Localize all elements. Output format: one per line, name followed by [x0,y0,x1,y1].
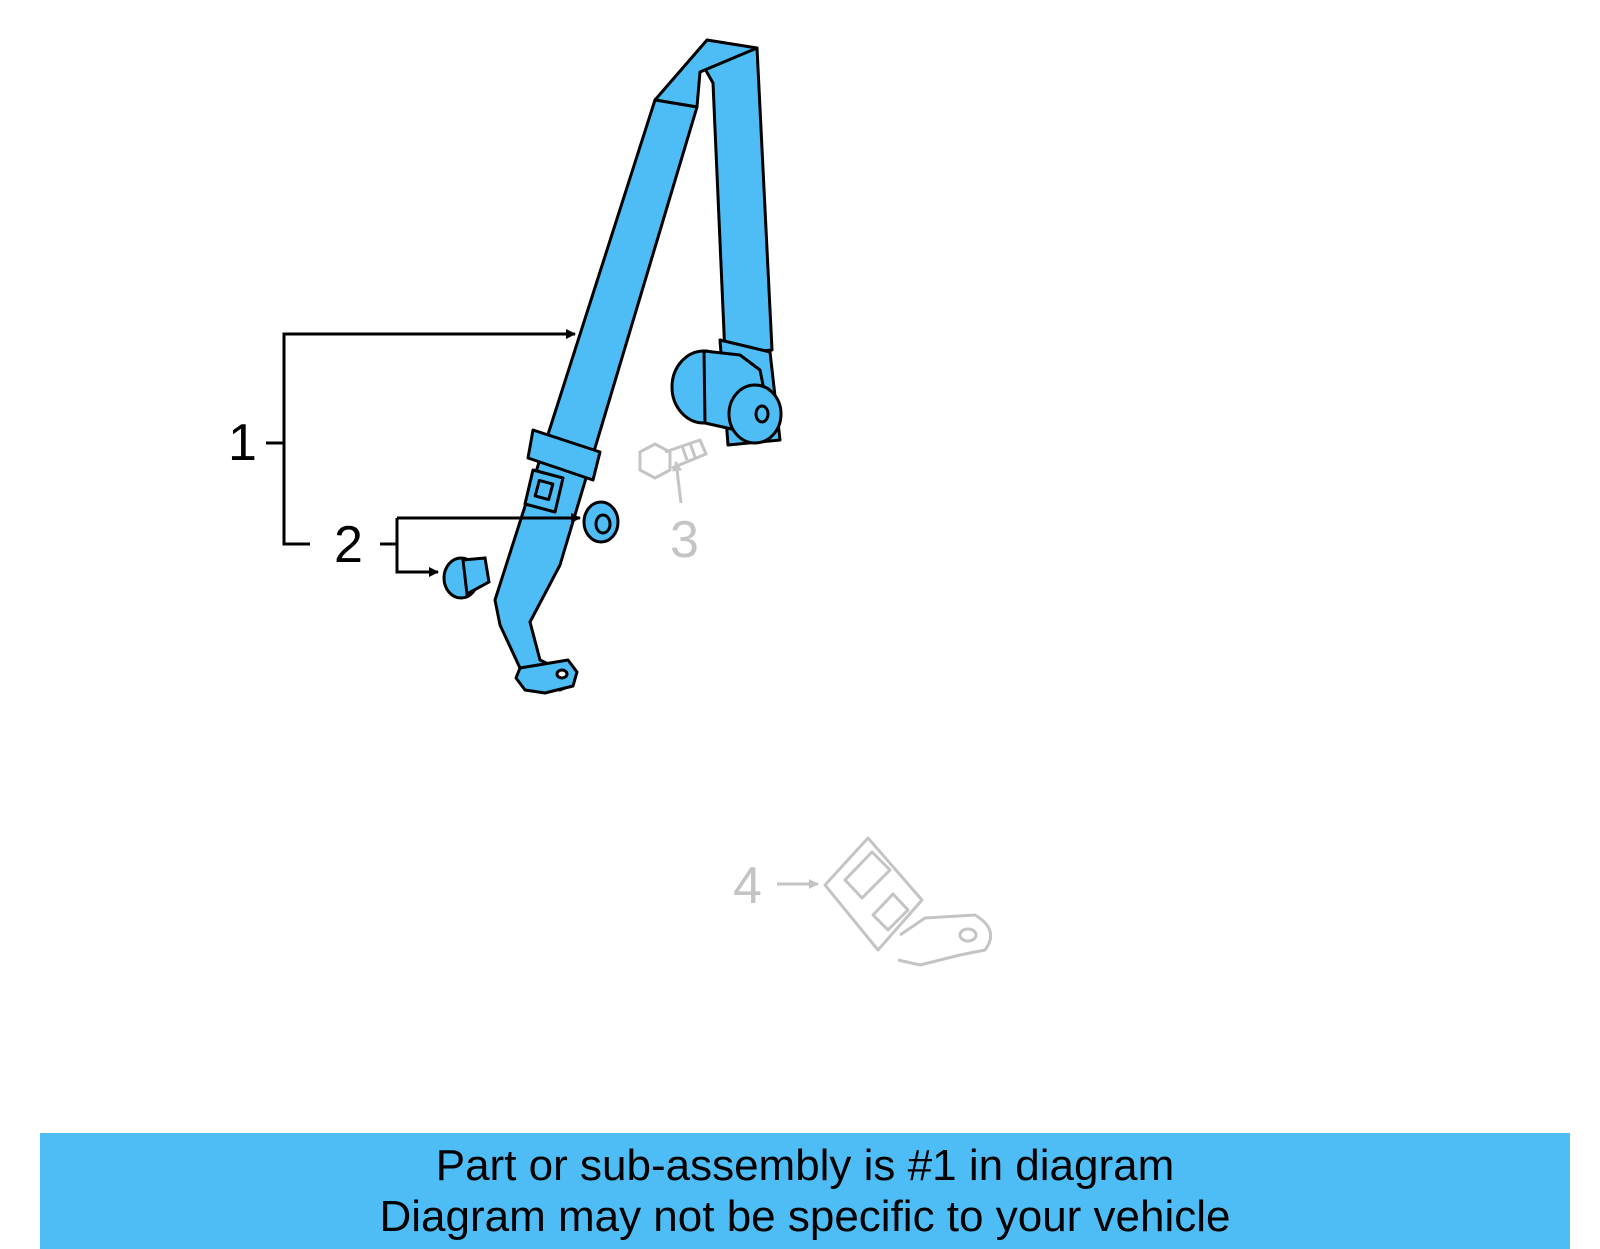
callout-label-2: 2 [334,516,363,574]
bolt-head [638,442,672,480]
bolt-thread-2 [688,442,697,458]
buckle-anchor-hole [958,927,978,943]
buckle [823,836,993,967]
callout-label-3: 3 [670,511,699,569]
bolt-thread-1 [680,445,689,461]
retainer-and-grommet [442,500,620,600]
callout-3-leader [672,461,683,504]
info-banner: Part or sub-assembly is #1 in diagram Di… [40,1133,1570,1249]
callout-label-1: 1 [228,414,257,472]
callout-1-leader [266,329,576,546]
buckle-body [823,836,924,952]
retractor-cap-hole [754,404,770,424]
latch-stop-button [526,428,602,482]
buckle-anchor-strap [897,913,993,967]
banner-line-disclaimer: Diagram may not be specific to your vehi… [379,1192,1231,1241]
lower-anchor-hole [555,668,569,680]
callout-label-4: 4 [733,857,762,915]
retainer-shank [461,556,491,597]
lower-anchor-plate [514,658,579,695]
banner-line-part-number: Part or sub-assembly is #1 in diagram [435,1141,1175,1190]
bolt [638,438,708,480]
callout-2-leader [380,513,581,577]
belt-webbing-front [493,98,699,692]
belt-webbing-rear [698,46,774,357]
buckle-opening [843,850,892,900]
seat-belt-assembly [493,38,783,695]
latch-slot [533,478,555,502]
grommet-hole [594,513,612,535]
buckle-release-button [871,892,910,932]
